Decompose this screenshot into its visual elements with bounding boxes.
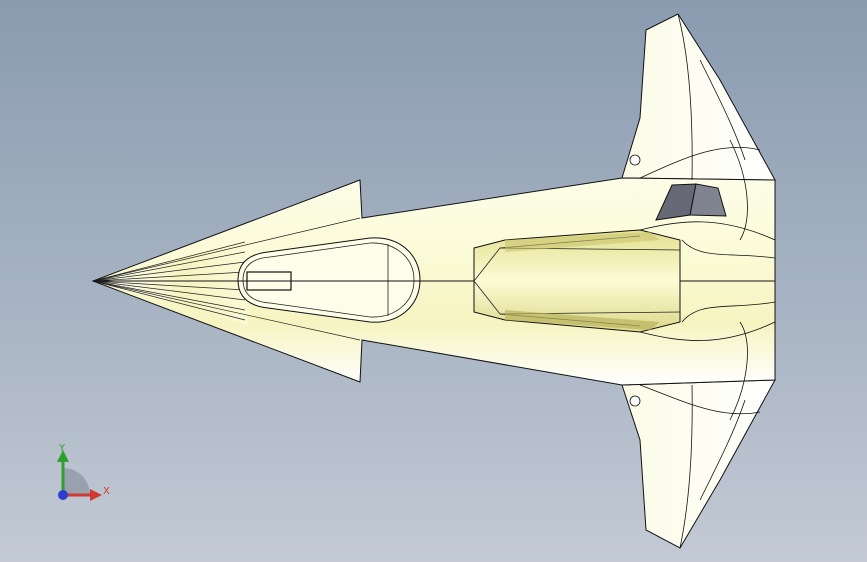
canopy-inner xyxy=(242,242,415,318)
upper-wing xyxy=(621,13,776,181)
intake-shadow-bottom xyxy=(505,310,660,330)
nose-cone xyxy=(93,240,248,325)
lower-wing-hole xyxy=(629,395,641,407)
x-axis-label: X xyxy=(103,486,110,497)
y-axis-label: Y xyxy=(59,443,66,454)
upper-wing-hole xyxy=(629,154,641,166)
canopy-outer xyxy=(237,237,421,323)
lower-wing xyxy=(621,379,776,549)
tail-fin-right xyxy=(689,183,727,217)
triad-plane-shade xyxy=(63,468,90,495)
aft-panel-lines xyxy=(639,13,776,549)
nose-panel-lines xyxy=(92,217,361,341)
engine-intake xyxy=(473,229,681,333)
z-axis-dot xyxy=(58,490,68,500)
intake-shadow-top xyxy=(505,232,660,252)
coordinate-triad[interactable]: Y X xyxy=(46,440,126,515)
